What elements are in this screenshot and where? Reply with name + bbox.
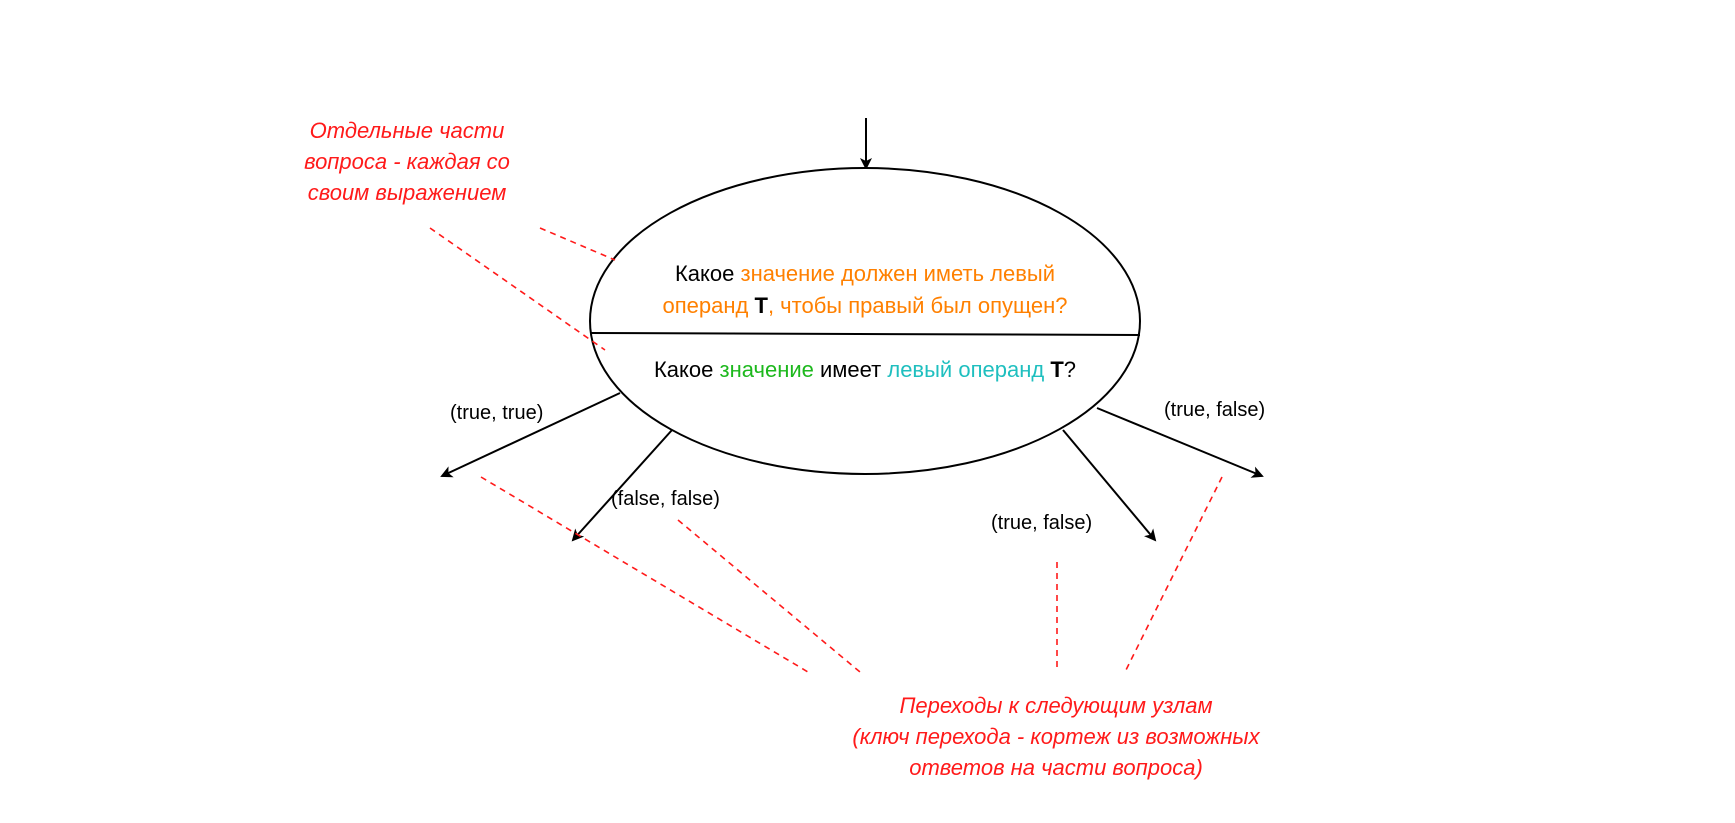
question-part-2-word-1: Какое xyxy=(653,357,714,382)
edge-arrow-true-false-inner xyxy=(1062,429,1157,542)
edge-arrow-true-false-outer xyxy=(1096,407,1264,478)
annotation-parts-line-2: вопроса - каждая со xyxy=(304,149,510,174)
edge-label-true-false-outer: (true, false) xyxy=(1164,399,1266,421)
pointer-line-part-1 xyxy=(539,227,616,261)
question-part-2-operand-T: T xyxy=(1050,357,1064,382)
edge-arrow-true-true xyxy=(440,392,621,478)
question-part-1: Какое значение должен иметь левый операн… xyxy=(600,258,1130,322)
annotation-question-parts: Отдельные части вопроса - каждая со свои… xyxy=(272,115,542,208)
pointer-line-edge-1 xyxy=(480,476,809,673)
question-part-1-line-1: Какое значение должен иметь левый xyxy=(600,258,1130,290)
edge-arrow-false-false xyxy=(571,429,673,542)
edge-label-false-false: (false, false) xyxy=(611,488,720,510)
node-divider xyxy=(589,332,1141,336)
annotation-transitions-line-1: Переходы к следующим узлам xyxy=(899,693,1213,718)
question-part-2-teal-text: левый операнд xyxy=(887,357,1045,382)
question-part-1-orange-text: значение должен иметь левый xyxy=(740,261,1056,286)
annotation-parts-line-1: Отдельные части xyxy=(309,118,505,143)
pointer-line-part-2 xyxy=(429,227,606,351)
question-part-2-word-2: имеет xyxy=(820,357,882,382)
question-part-1-orange-tail: , чтобы правый был опущен? xyxy=(767,293,1068,318)
edge-label-true-true: (true, true) xyxy=(450,402,544,424)
pointer-line-edge-4 xyxy=(1124,476,1223,673)
question-part-1-operand-T: T xyxy=(754,293,768,318)
question-part-2-question-mark: ? xyxy=(1063,357,1077,382)
question-part-2-green-text: значение xyxy=(719,357,814,382)
annotation-transitions: Переходы к следующим узлам (ключ переход… xyxy=(806,690,1306,783)
annotation-parts-line-3: своим выражением xyxy=(307,180,507,205)
question-part-1-orange-operand: операнд xyxy=(662,293,749,318)
annotation-transitions-line-2: (ключ перехода - кортеж из возможных xyxy=(852,724,1260,749)
question-part-2: Какое значение имеет левый операнд T? xyxy=(600,354,1130,386)
annotation-transitions-line-3: ответов на части вопроса) xyxy=(909,755,1203,780)
edge-label-true-false-inner: (true, false) xyxy=(991,512,1093,534)
question-part-1-line-2: операнд T, чтобы правый был опущен? xyxy=(600,290,1130,322)
question-node[interactable] xyxy=(589,167,1141,475)
question-part-1-word: Какое xyxy=(674,261,735,286)
